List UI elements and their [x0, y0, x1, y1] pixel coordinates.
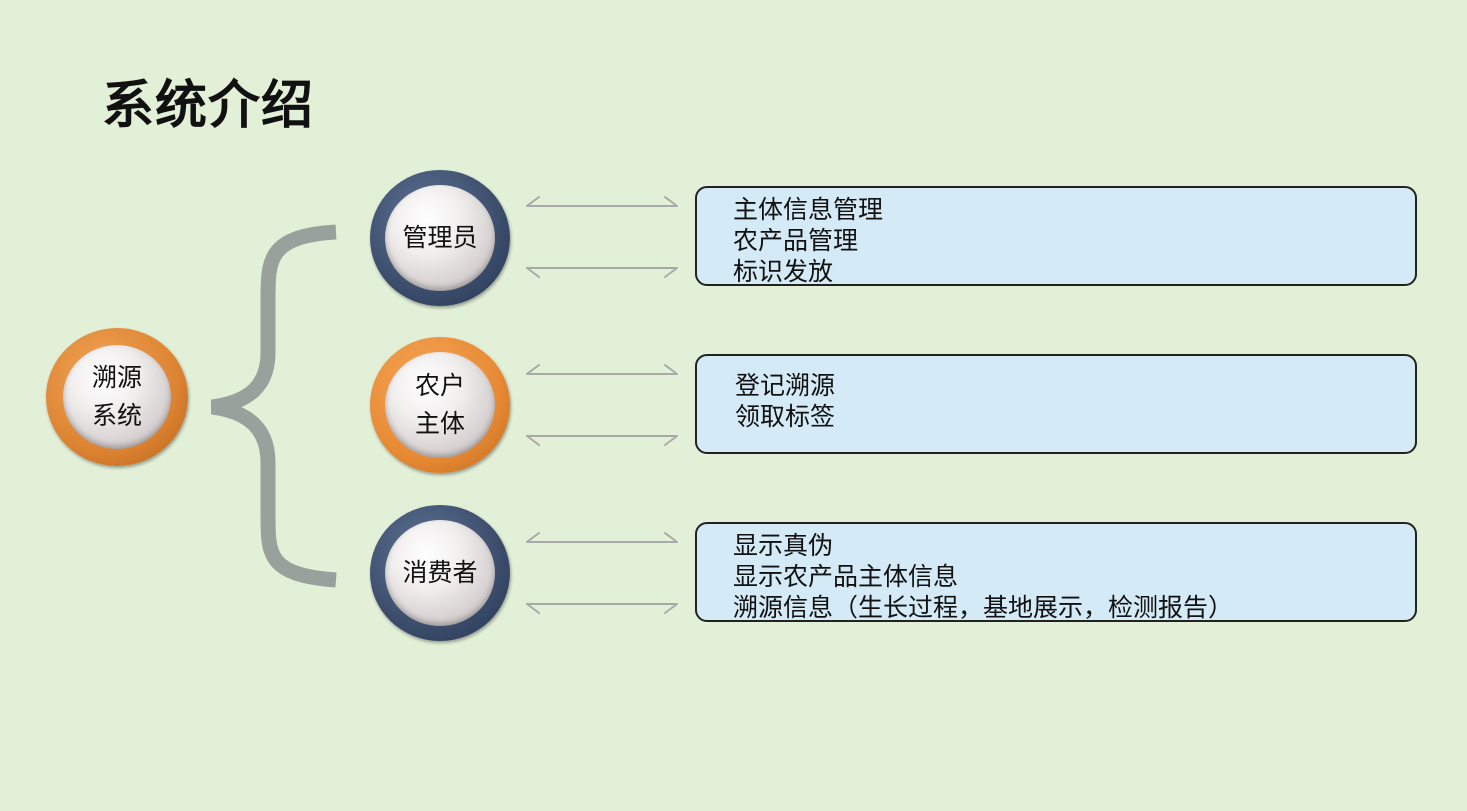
function-item: 登记溯源 [735, 371, 836, 400]
arrow-admin-bottom [526, 267, 678, 278]
arrow-admin-top [526, 196, 678, 207]
role-node-admin-label: 管理员 [402, 223, 478, 252]
role-node-admin: 管理员 [370, 170, 510, 306]
arrow-farmer-bottom [526, 435, 678, 446]
role-node-farmer-label-line1: 农户 [414, 371, 465, 400]
function-item: 主体信息管理 [733, 195, 884, 224]
admin-functions-box: 主体信息管理 农产品管理 标识发放 [695, 186, 1417, 286]
function-item: 领取标签 [735, 402, 836, 431]
farmer-functions-box: 登记溯源 领取标签 [695, 354, 1417, 454]
consumer-functions-box: 显示真伪 显示农产品主体信息 溯源信息（生长过程，基地展示，检测报告） [695, 522, 1417, 622]
root-node-traceability-system: 溯源 系统 [46, 328, 188, 466]
role-node-consumer-label: 消费者 [402, 558, 478, 587]
arrow-consumer-top [526, 532, 678, 543]
function-item: 显示农产品主体信息 [733, 562, 959, 591]
role-node-farmer: 农户 主体 [370, 337, 510, 473]
brace-connector [210, 224, 337, 588]
root-node-label-line2: 系统 [91, 401, 142, 430]
role-node-consumer: 消费者 [370, 505, 510, 641]
arrow-consumer-bottom [526, 603, 678, 614]
function-item: 农产品管理 [733, 226, 859, 255]
root-node-label-line1: 溯源 [91, 363, 142, 392]
arrow-farmer-top [526, 364, 678, 375]
role-node-farmer-label-line2: 主体 [414, 409, 465, 438]
function-item: 显示真伪 [733, 531, 834, 560]
page-title: 系统介绍 [102, 75, 315, 136]
function-item: 标识发放 [733, 257, 834, 286]
function-item: 溯源信息（生长过程，基地展示，检测报告） [733, 593, 1234, 622]
